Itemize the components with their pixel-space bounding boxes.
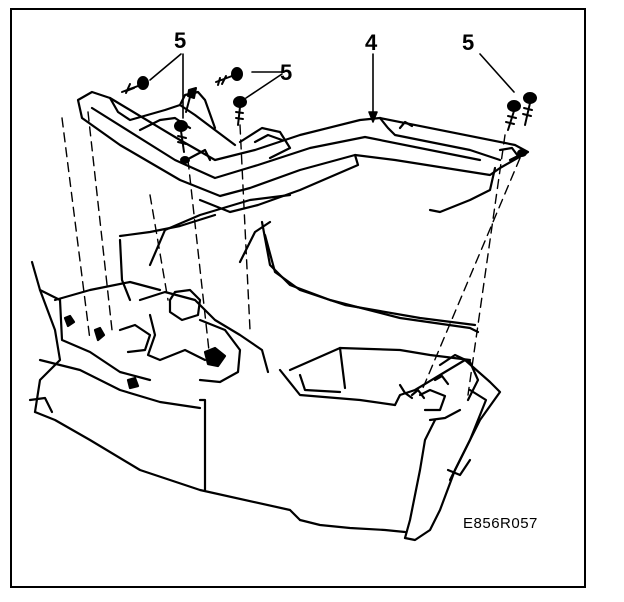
callout-screws-right: 5 <box>462 30 475 55</box>
callout-screws-mid: 5 <box>280 60 293 85</box>
console-body <box>28 193 502 542</box>
screw <box>121 76 149 94</box>
screw <box>233 96 247 126</box>
callout-trim-bezel: 4 <box>365 30 378 55</box>
screw-set <box>121 67 537 164</box>
callout-screws-top-left: 5 <box>174 28 187 53</box>
screw <box>185 87 197 113</box>
screw <box>505 100 521 131</box>
callout-leaders <box>149 53 515 123</box>
screw <box>215 67 243 86</box>
figure-code: E856R057 <box>463 515 538 532</box>
trim-bezel <box>76 90 530 214</box>
screw <box>174 120 188 153</box>
screw <box>522 92 537 126</box>
